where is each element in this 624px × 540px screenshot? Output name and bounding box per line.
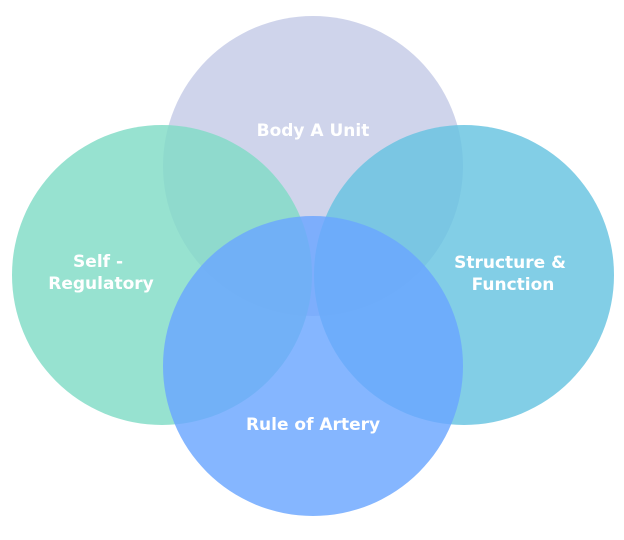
circle-bottom bbox=[163, 216, 463, 516]
label-left-line-1: Self - bbox=[73, 252, 123, 272]
label-top-line-1: Body A Unit bbox=[257, 121, 370, 141]
label-right-line-1: Structure & bbox=[454, 253, 566, 273]
label-top: Body A Unit bbox=[257, 121, 370, 141]
label-left: Self - Regulatory bbox=[48, 252, 153, 294]
label-right-line-2: Function bbox=[472, 275, 555, 295]
label-bottom-line-1: Rule of Artery bbox=[246, 415, 380, 435]
label-right: Structure & Function bbox=[454, 253, 572, 295]
label-bottom: Rule of Artery bbox=[246, 415, 380, 435]
label-left-line-2: Regulatory bbox=[48, 274, 153, 294]
